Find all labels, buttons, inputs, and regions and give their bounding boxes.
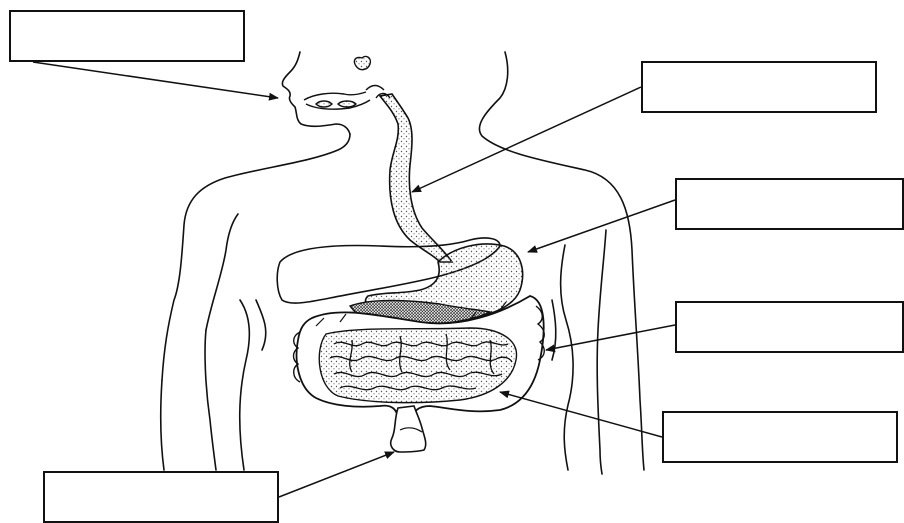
small-intestine [319, 328, 516, 403]
label-box-small-intestine[interactable] [662, 411, 898, 463]
label-box-rectum[interactable] [43, 471, 279, 523]
label-box-esophagus[interactable] [641, 61, 877, 113]
arrow-large-intestine [546, 325, 675, 350]
pointer-arrows [33, 62, 675, 497]
rectum [391, 406, 426, 452]
arrow-rectum [279, 452, 394, 497]
arrow-stomach [528, 200, 675, 252]
arrow-esophagus [412, 87, 641, 192]
label-box-mouth[interactable] [9, 10, 245, 62]
arrow-small-intestine [500, 392, 662, 437]
oral-cavity [304, 56, 390, 109]
label-box-large-intestine[interactable] [675, 301, 904, 353]
arrow-mouth [33, 62, 278, 98]
label-box-stomach[interactable] [675, 178, 904, 230]
